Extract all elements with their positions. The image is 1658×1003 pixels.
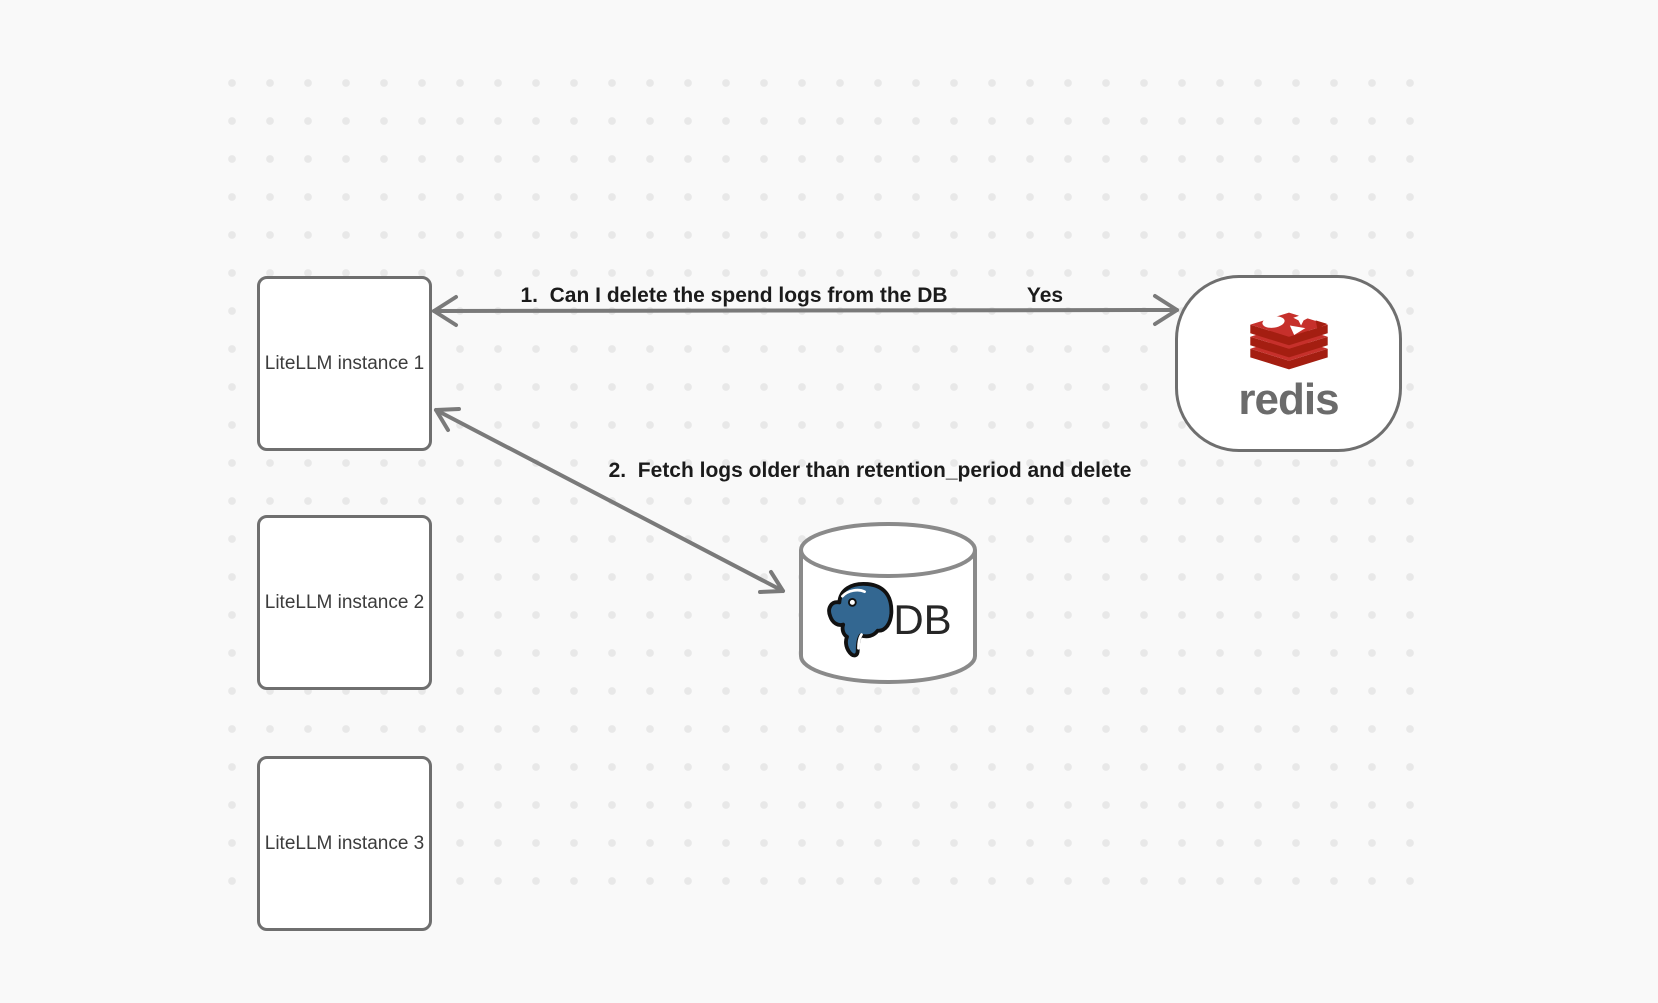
db-node-label: DB	[893, 596, 952, 643]
edge-redis-to-litellm[interactable]	[432, 294, 1179, 327]
edge-label-fetch-logs[interactable]: 2. Fetch logs older than retention_perio…	[608, 459, 1132, 482]
litellm-instance-1-node[interactable]: LiteLLM instance 1	[257, 276, 432, 451]
postgresql-logo-icon	[827, 581, 894, 658]
redis-logo-icon	[1249, 311, 1328, 369]
redis-node[interactable]: redis	[1175, 275, 1402, 452]
db-node-content: DB	[798, 577, 978, 663]
litellm-instance-3-node[interactable]: LiteLLM instance 3	[257, 756, 432, 931]
litellm-instance-1-label: LiteLLM instance 1	[264, 352, 425, 374]
litellm-instance-2-label: LiteLLM instance 2	[264, 591, 425, 613]
litellm-instance-2-node[interactable]: LiteLLM instance 2	[257, 515, 432, 690]
litellm-instance-3-label: LiteLLM instance 3	[264, 832, 425, 854]
edge-label-delete-spend-logs[interactable]: 1. Can I delete the spend logs from the …	[520, 284, 948, 307]
edge-litellm-to-db[interactable]	[434, 407, 785, 594]
edge-label-yes[interactable]: Yes	[1026, 284, 1064, 307]
redis-wordmark: redis	[1238, 374, 1339, 424]
